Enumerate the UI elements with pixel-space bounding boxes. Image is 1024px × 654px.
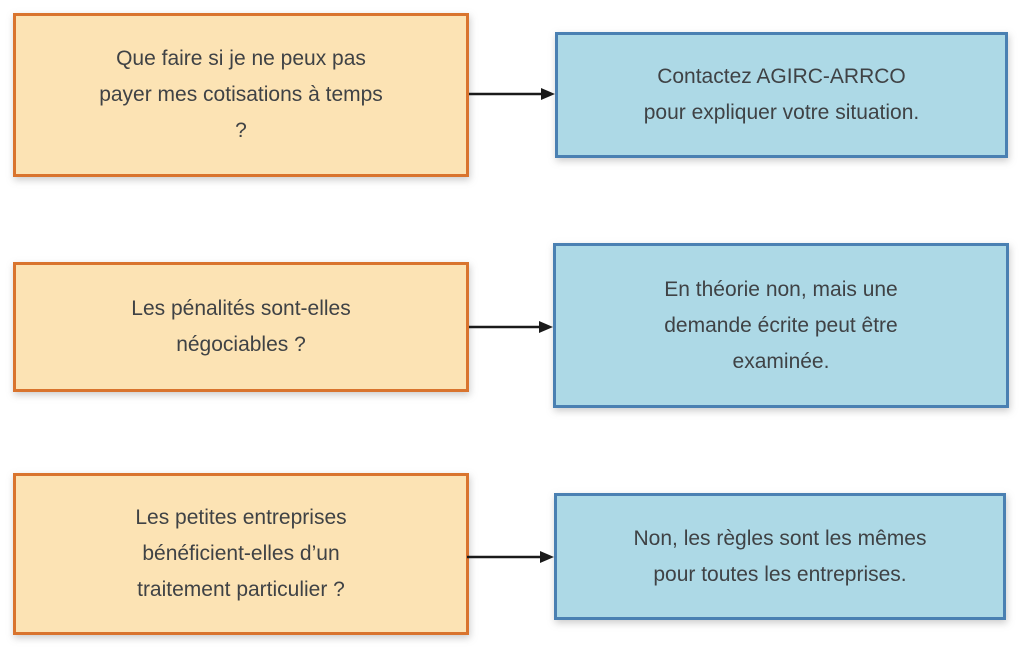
- question-line: Les petites entreprises: [135, 506, 347, 529]
- question-box-2: Les pénalités sont-elles négociables ?: [13, 262, 469, 392]
- question-line: Que faire si je ne peux pas: [116, 47, 366, 70]
- question-box-3: Les petites entreprises bénéficient-elle…: [13, 473, 469, 635]
- question-line: ?: [235, 119, 247, 142]
- flow-arrow-1: [469, 88, 555, 100]
- answer-box-1: Contactez AGIRC-ARRCO pour expliquer vot…: [555, 32, 1008, 158]
- question-line: payer mes cotisations à temps: [99, 83, 383, 106]
- question-box-1: Que faire si je ne peux pas payer mes co…: [13, 13, 469, 177]
- answer-box-2: En théorie non, mais une demande écrite …: [553, 243, 1009, 408]
- answer-box-3: Non, les règles sont les mêmes pour tout…: [554, 493, 1006, 620]
- answer-line: demande écrite peut être: [664, 313, 898, 337]
- answer-line: pour toutes les entreprises.: [653, 562, 907, 586]
- question-line: traitement particulier ?: [137, 578, 345, 601]
- answer-line: examinée.: [732, 349, 830, 373]
- answer-line: En théorie non, mais une: [664, 277, 898, 301]
- answer-line: pour expliquer votre situation.: [643, 101, 920, 124]
- question-line: Les pénalités sont-elles: [131, 297, 351, 320]
- flow-arrow-2: [469, 321, 553, 333]
- answer-line: Contactez AGIRC-ARRCO: [657, 65, 906, 88]
- question-line: négociables ?: [176, 333, 306, 356]
- flow-arrow-3: [467, 551, 554, 563]
- question-line: bénéficient-elles d’un: [142, 542, 340, 565]
- answer-line: Non, les règles sont les mêmes: [633, 526, 927, 550]
